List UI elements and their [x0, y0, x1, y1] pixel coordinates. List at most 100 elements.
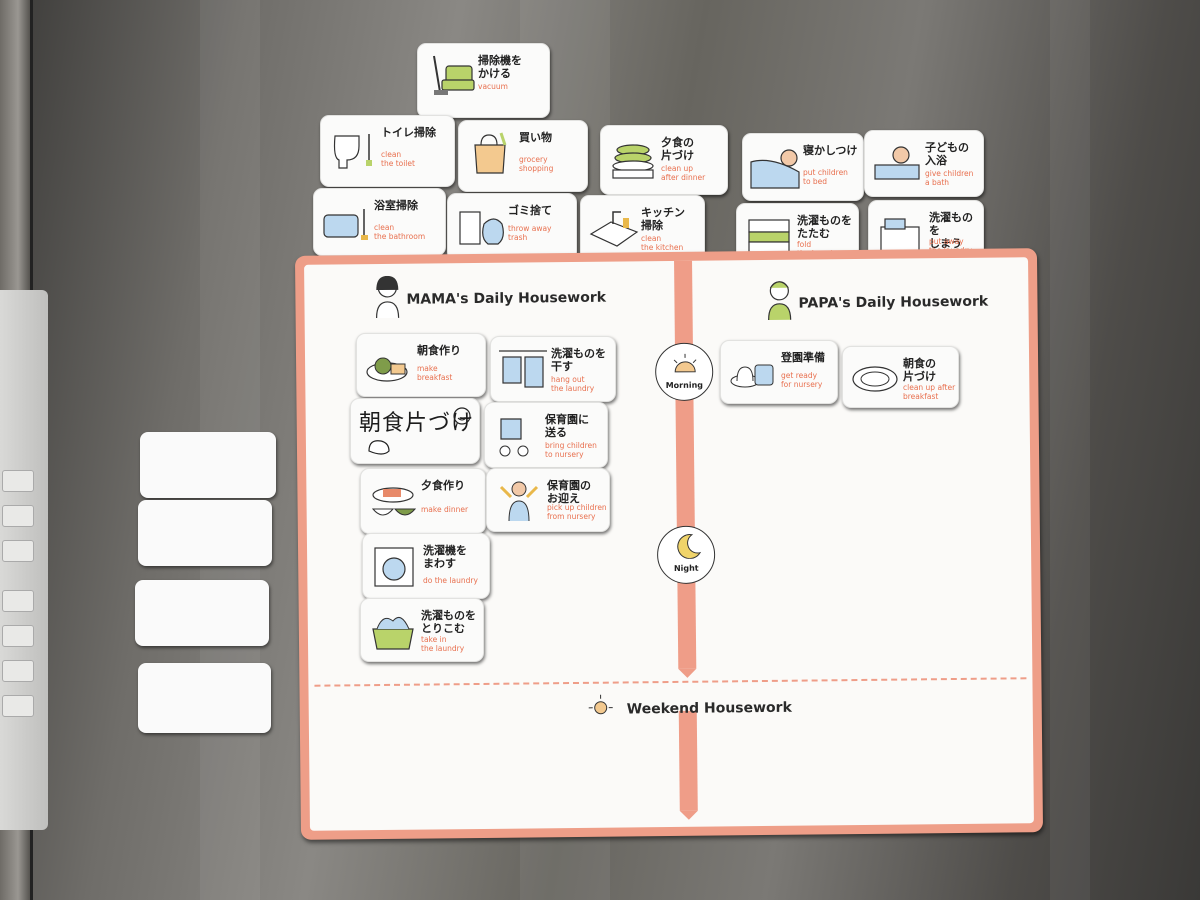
magnet-jp-label: 寝かしつけ: [803, 144, 858, 157]
storage-box-icon: [880, 218, 920, 252]
smiley-sun-icon: [453, 407, 471, 425]
bathtub-icon: [323, 209, 368, 240]
chick-icon: [368, 440, 390, 455]
magnet-washer[interactable]: 洗濯機を まわす do the laundry: [362, 533, 490, 599]
magnet-breakfast[interactable]: 朝食作り make breakfast: [356, 333, 486, 397]
magnet-en-label: bring children to nursery: [545, 441, 597, 459]
magnet-jp-label: 夕食の 片づけ: [661, 136, 694, 162]
night-label: Night: [673, 563, 699, 573]
magnet-en-label: clean up after breakfast: [903, 383, 956, 401]
woman-avatar-icon: [376, 275, 400, 319]
magnet-jp-label: 買い物: [519, 131, 552, 144]
magnet-en-label: grocery shopping: [519, 155, 554, 173]
magnet-trash[interactable]: ゴミ捨て throw away trash: [447, 193, 577, 261]
bath-icon: [874, 146, 920, 180]
night-badge: Night: [656, 525, 716, 585]
magnet-takein[interactable]: 洗濯ものを とりこむ take in the laundry: [360, 598, 484, 662]
magnet-jp-label: 朝食の 片づけ: [903, 357, 936, 383]
magnet-nurseryprep[interactable]: 登園準備 get ready for nursery: [720, 340, 838, 404]
magnet-en-label: pick up children from nursery: [547, 503, 607, 521]
board-divider: [674, 260, 697, 669]
magnet-jp-label: 洗濯機を まわす: [423, 544, 467, 570]
mama-title: MAMA's Daily Housework: [406, 289, 607, 308]
magnet-breakfast-cleanup[interactable]: 朝食の 片づけ clean up after breakfast: [842, 346, 959, 408]
magnet-jp-label: 子どもの 入浴: [925, 141, 969, 167]
breakfast-icon: [366, 357, 408, 382]
magnet-dinner-cleanup[interactable]: 夕食の 片づけ clean up after dinner: [600, 125, 728, 195]
blank-magnet[interactable]: [138, 500, 272, 566]
sun-icon: [588, 694, 613, 715]
magnet-en-label: make dinner: [421, 505, 469, 514]
board-divider-weekend: [678, 710, 698, 811]
weekend-separator: [314, 677, 1027, 687]
dinner-icon: [371, 487, 417, 516]
magnet-en-label: clean the bathroom: [374, 223, 426, 241]
hug-icon: [499, 481, 539, 522]
magnet-makedinner[interactable]: 夕食作り make dinner: [360, 468, 486, 534]
magnet-en-label: give children a bath: [925, 169, 974, 187]
magnet-en-label: do the laundry: [423, 576, 478, 585]
magnet-vacuum[interactable]: 掃除機を かける vacuum: [417, 43, 550, 118]
blank-magnet[interactable]: [140, 432, 276, 498]
side-appliance: [0, 290, 48, 830]
magnet-jp-label: 掃除機を かける: [478, 54, 522, 80]
magnet-en-label: put children to bed: [803, 168, 848, 186]
magnet-bedtime[interactable]: 寝かしつけ put children to bed: [742, 133, 864, 201]
magnet-jp-label: 洗濯ものを 干す: [551, 347, 606, 373]
hat-bag-icon: [730, 364, 774, 388]
toilet-icon: [333, 134, 372, 169]
magnet-jp-label: 保育園の お迎え: [547, 479, 591, 505]
magnet-en-label: hang out the laundry: [551, 375, 595, 393]
trash-bag-icon: [459, 211, 504, 245]
magnet-dropoff[interactable]: 保育園に 送る bring children to nursery: [484, 402, 608, 468]
dishes-icon: [612, 144, 654, 179]
housework-board: MAMA's Daily Housework PAPA's Daily Hous…: [294, 248, 1044, 840]
moon-icon: [677, 534, 702, 559]
magnet-en-label: throw away trash: [508, 224, 552, 242]
magnet-en-label: get ready for nursery: [781, 371, 823, 389]
magnet-en-label: clean up after dinner: [661, 164, 706, 182]
board-surface: MAMA's Daily Housework PAPA's Daily Hous…: [304, 257, 1034, 831]
shopping-bag-icon: [474, 132, 507, 174]
sun-icon: [673, 353, 697, 373]
magnet-en-label: clean the toilet: [381, 150, 415, 168]
laundry-basket-icon: [372, 616, 414, 650]
blank-magnet[interactable]: [138, 663, 271, 733]
magnet-en-label: make breakfast: [417, 364, 453, 382]
magnet-bathroom[interactable]: 浴室掃除 clean the bathroom: [313, 188, 446, 256]
magnet-jp-label: 洗濯ものを しまう: [929, 211, 973, 250]
magnet-jp-label: 洗濯ものを たたむ: [797, 214, 852, 240]
magnet-jp-label: 夕食作り: [421, 479, 465, 492]
magnet-toilet[interactable]: トイレ掃除 clean the toilet: [320, 115, 455, 187]
laundry-hanger-icon: [499, 350, 547, 388]
magnet-grocery[interactable]: 買い物 grocery shopping: [458, 120, 588, 192]
magnet-en-label: vacuum: [478, 82, 508, 91]
magnet-jp-label: 洗濯ものを とりこむ: [421, 609, 476, 635]
magnet-jp-label: ゴミ捨て: [508, 204, 552, 217]
papa-title: PAPA's Daily Housework: [798, 293, 989, 312]
morning-label: Morning: [665, 380, 704, 391]
faucet-icon: [589, 211, 639, 247]
weekend-title: Weekend Housework: [626, 699, 792, 718]
magnet-jp-label: 登園準備: [781, 351, 825, 364]
magnet-hangout[interactable]: 洗濯ものを 干す hang out the laundry: [490, 336, 616, 402]
magnet-handwritten[interactable]: 朝食片づけ: [350, 398, 480, 464]
blank-magnet[interactable]: [135, 580, 269, 646]
magnet-jp-label: 保育園に 送る: [545, 413, 589, 439]
sleeping-child-icon: [750, 149, 800, 189]
light-streak: [1050, 0, 1090, 900]
morning-badge: Morning: [654, 342, 714, 402]
magnet-pickup[interactable]: 保育園の お迎え pick up children from nursery: [486, 468, 610, 532]
magnet-en-label: clean the kitchen: [641, 234, 684, 252]
magnet-jp-label: キッチン 掃除: [641, 206, 685, 232]
magnet-jp-label: 朝食作り: [417, 344, 461, 357]
stroller-icon: [499, 418, 529, 457]
plate-icon: [852, 366, 898, 392]
man-avatar-icon: [768, 281, 792, 320]
vacuum-icon: [433, 55, 475, 95]
magnet-jp-label: トイレ掃除: [381, 126, 436, 139]
magnet-en-label: take in the laundry: [421, 635, 465, 653]
magnet-bath[interactable]: 子どもの 入浴 give children a bath: [864, 130, 984, 197]
magnet-jp-label: 浴室掃除: [374, 199, 418, 212]
folded-shirt-icon: [748, 219, 790, 253]
